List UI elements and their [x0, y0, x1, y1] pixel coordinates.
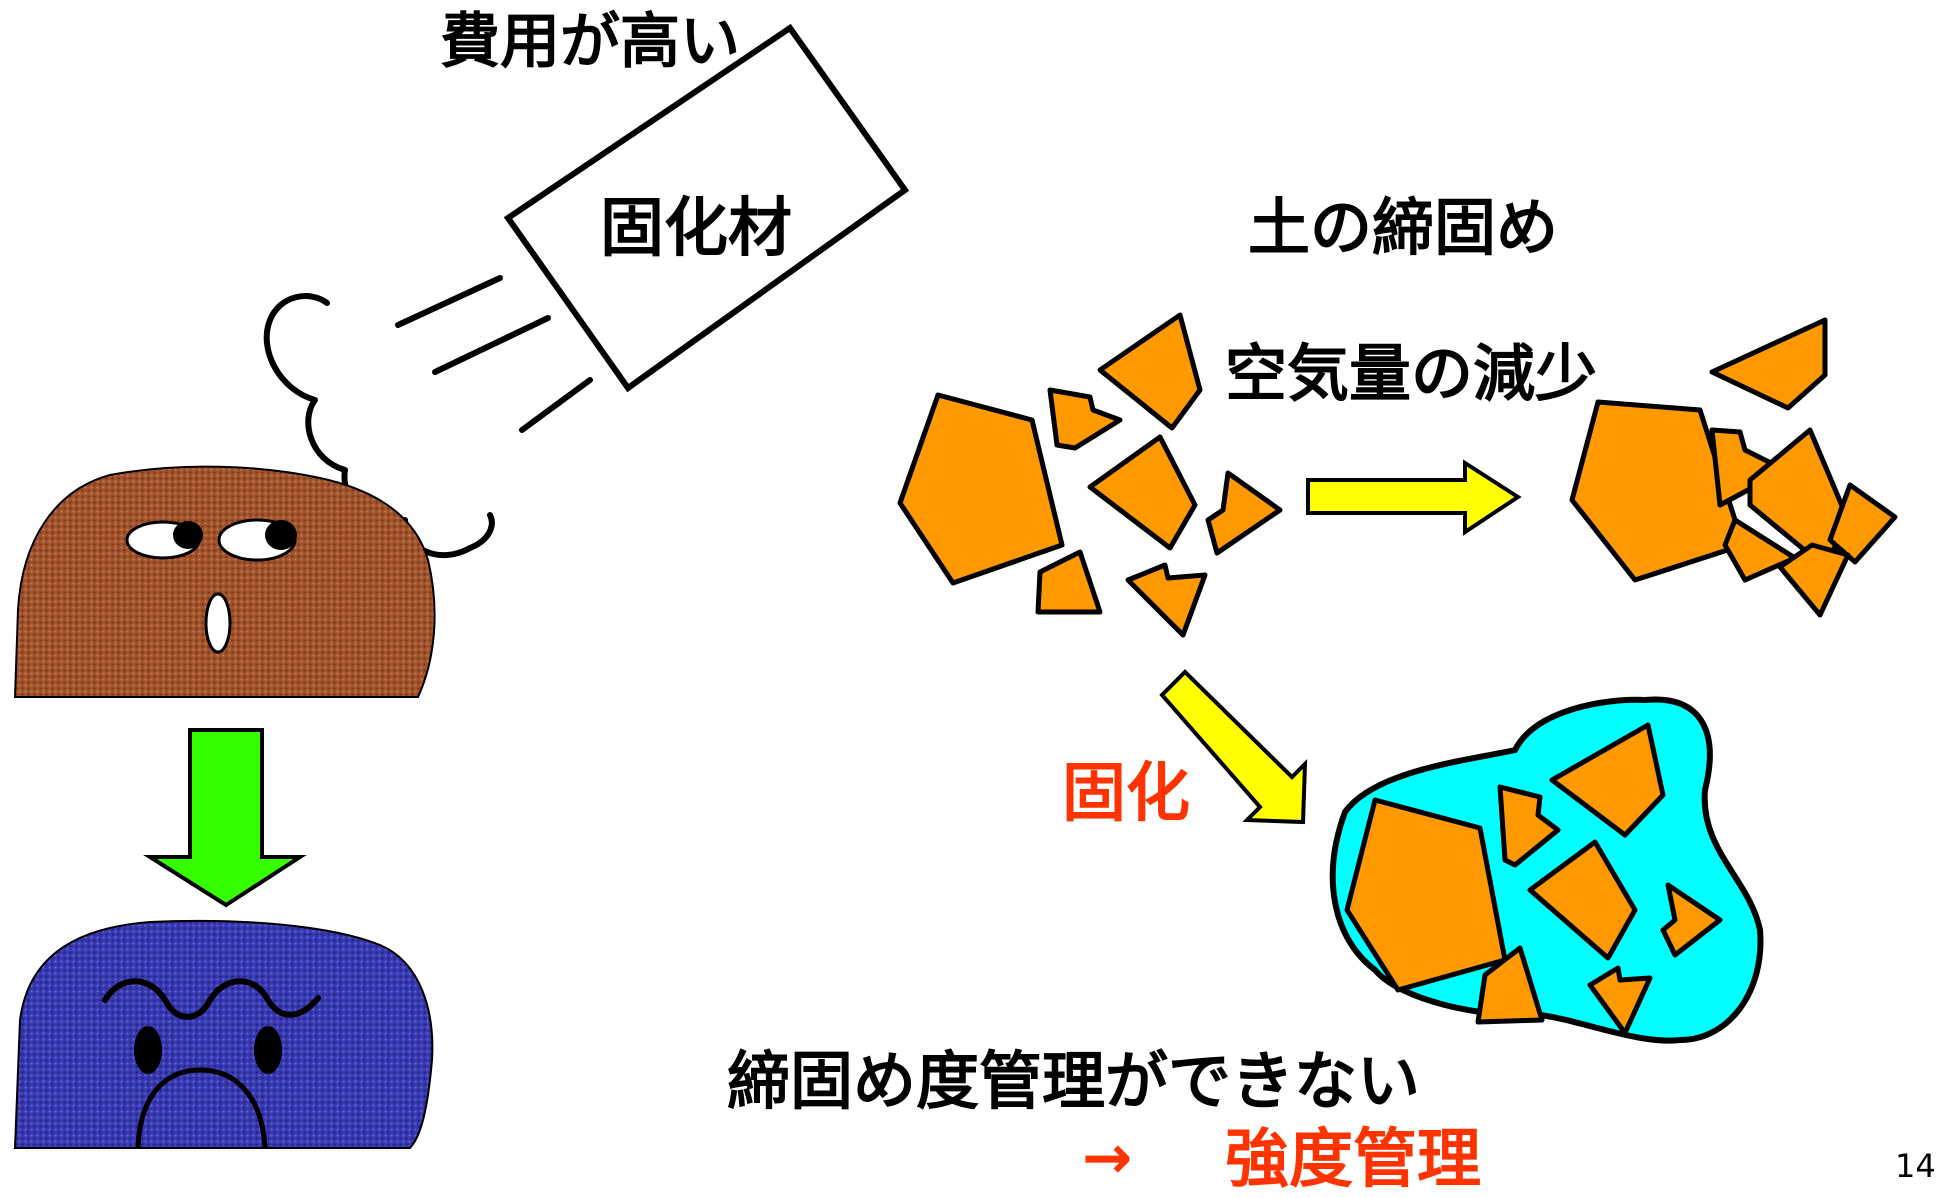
- compacted-rocks-cluster: [1569, 317, 1898, 618]
- strength-management-label: 強度管理: [1225, 1123, 1481, 1197]
- right-eye-closed-icon: [254, 1026, 282, 1074]
- open-mouth-icon: [204, 592, 232, 654]
- solidified-mass: [1329, 696, 1764, 1044]
- left-eye-closed-icon: [134, 1026, 162, 1074]
- arrow-glyph: →: [1082, 1123, 1133, 1193]
- happy-soil-character: [13, 465, 436, 698]
- left-brow-icon: [102, 978, 213, 1020]
- page-number: 14: [1895, 1147, 1936, 1185]
- solidifier-bag: [503, 23, 910, 393]
- sad-soil-character: [13, 919, 434, 1149]
- yellow-right-arrow: [1306, 459, 1522, 536]
- air-reduction-label: 空気量の減少: [1225, 337, 1598, 410]
- cannot-manage-label: 締固め度管理ができない: [727, 1045, 1420, 1118]
- cost-high-label: 費用が高い: [440, 7, 740, 77]
- right-brow-icon: [207, 978, 321, 1018]
- compaction-label: 土の締固め: [1248, 191, 1559, 264]
- green-down-arrow: [143, 728, 307, 908]
- solidification-label: 固化: [1062, 757, 1190, 831]
- frown-mouth-icon: [135, 1067, 268, 1149]
- loose-rocks-cluster: [897, 312, 1283, 638]
- yellow-diagonal-arrow: [1159, 669, 1308, 825]
- powder-stream-lines: [395, 275, 593, 433]
- solidifier-label: 固化材: [600, 192, 792, 266]
- powder-puff-icon: [263, 293, 495, 559]
